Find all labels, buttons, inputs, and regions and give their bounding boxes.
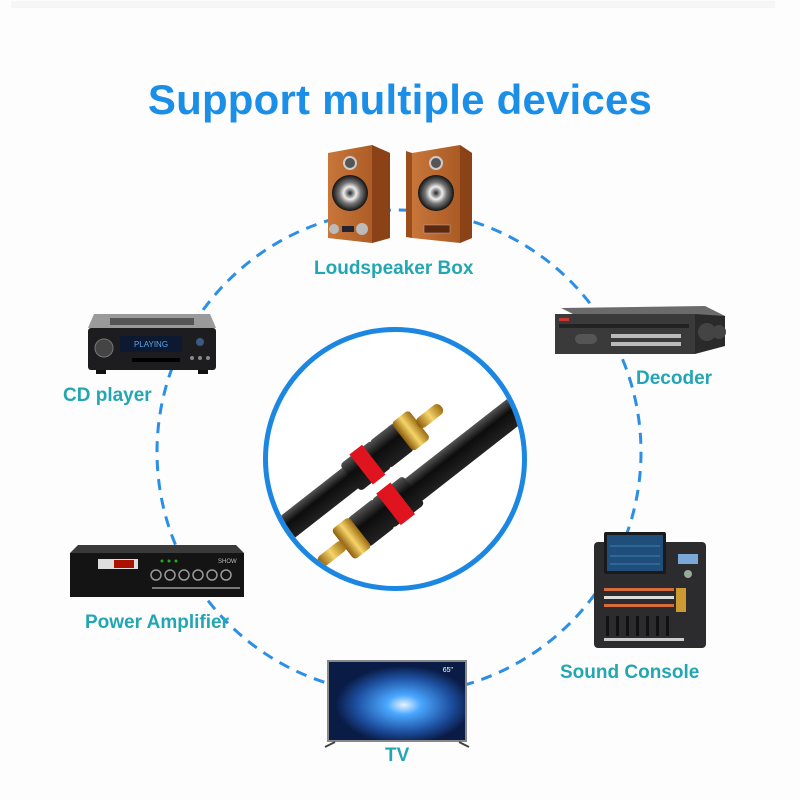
device-label-tv: TV (385, 745, 410, 766)
device-label-cd-player: CD player (63, 385, 152, 406)
loudspeaker-icon (328, 145, 472, 243)
power-amplifier-icon: SHOW (70, 545, 244, 597)
sound-console-icon (594, 532, 706, 648)
rca-plug-lower (317, 386, 522, 567)
center-product-circle (263, 327, 527, 591)
tv-icon: 65" (324, 660, 470, 748)
top-bar (11, 1, 775, 8)
page-title: Support multiple devices (147, 76, 653, 123)
device-label-decoder: Decoder (636, 368, 713, 389)
speaker-right (406, 145, 472, 243)
device-label-power-amplifier: Power Amplifier (85, 612, 229, 633)
cd-player-icon: PLAYING (88, 314, 216, 374)
dashed-ring (155, 208, 643, 696)
speaker-left (328, 145, 390, 243)
rca-cable-icon (268, 386, 522, 567)
tv-size-badge: 65" (443, 667, 454, 674)
cd-display-text: PLAYING (134, 340, 168, 349)
device-label-loudspeaker: Loudspeaker Box (314, 258, 474, 279)
device-label-sound-console: Sound Console (560, 662, 700, 683)
decoder-icon (555, 306, 726, 354)
svg-text:SHOW: SHOW (218, 559, 237, 565)
